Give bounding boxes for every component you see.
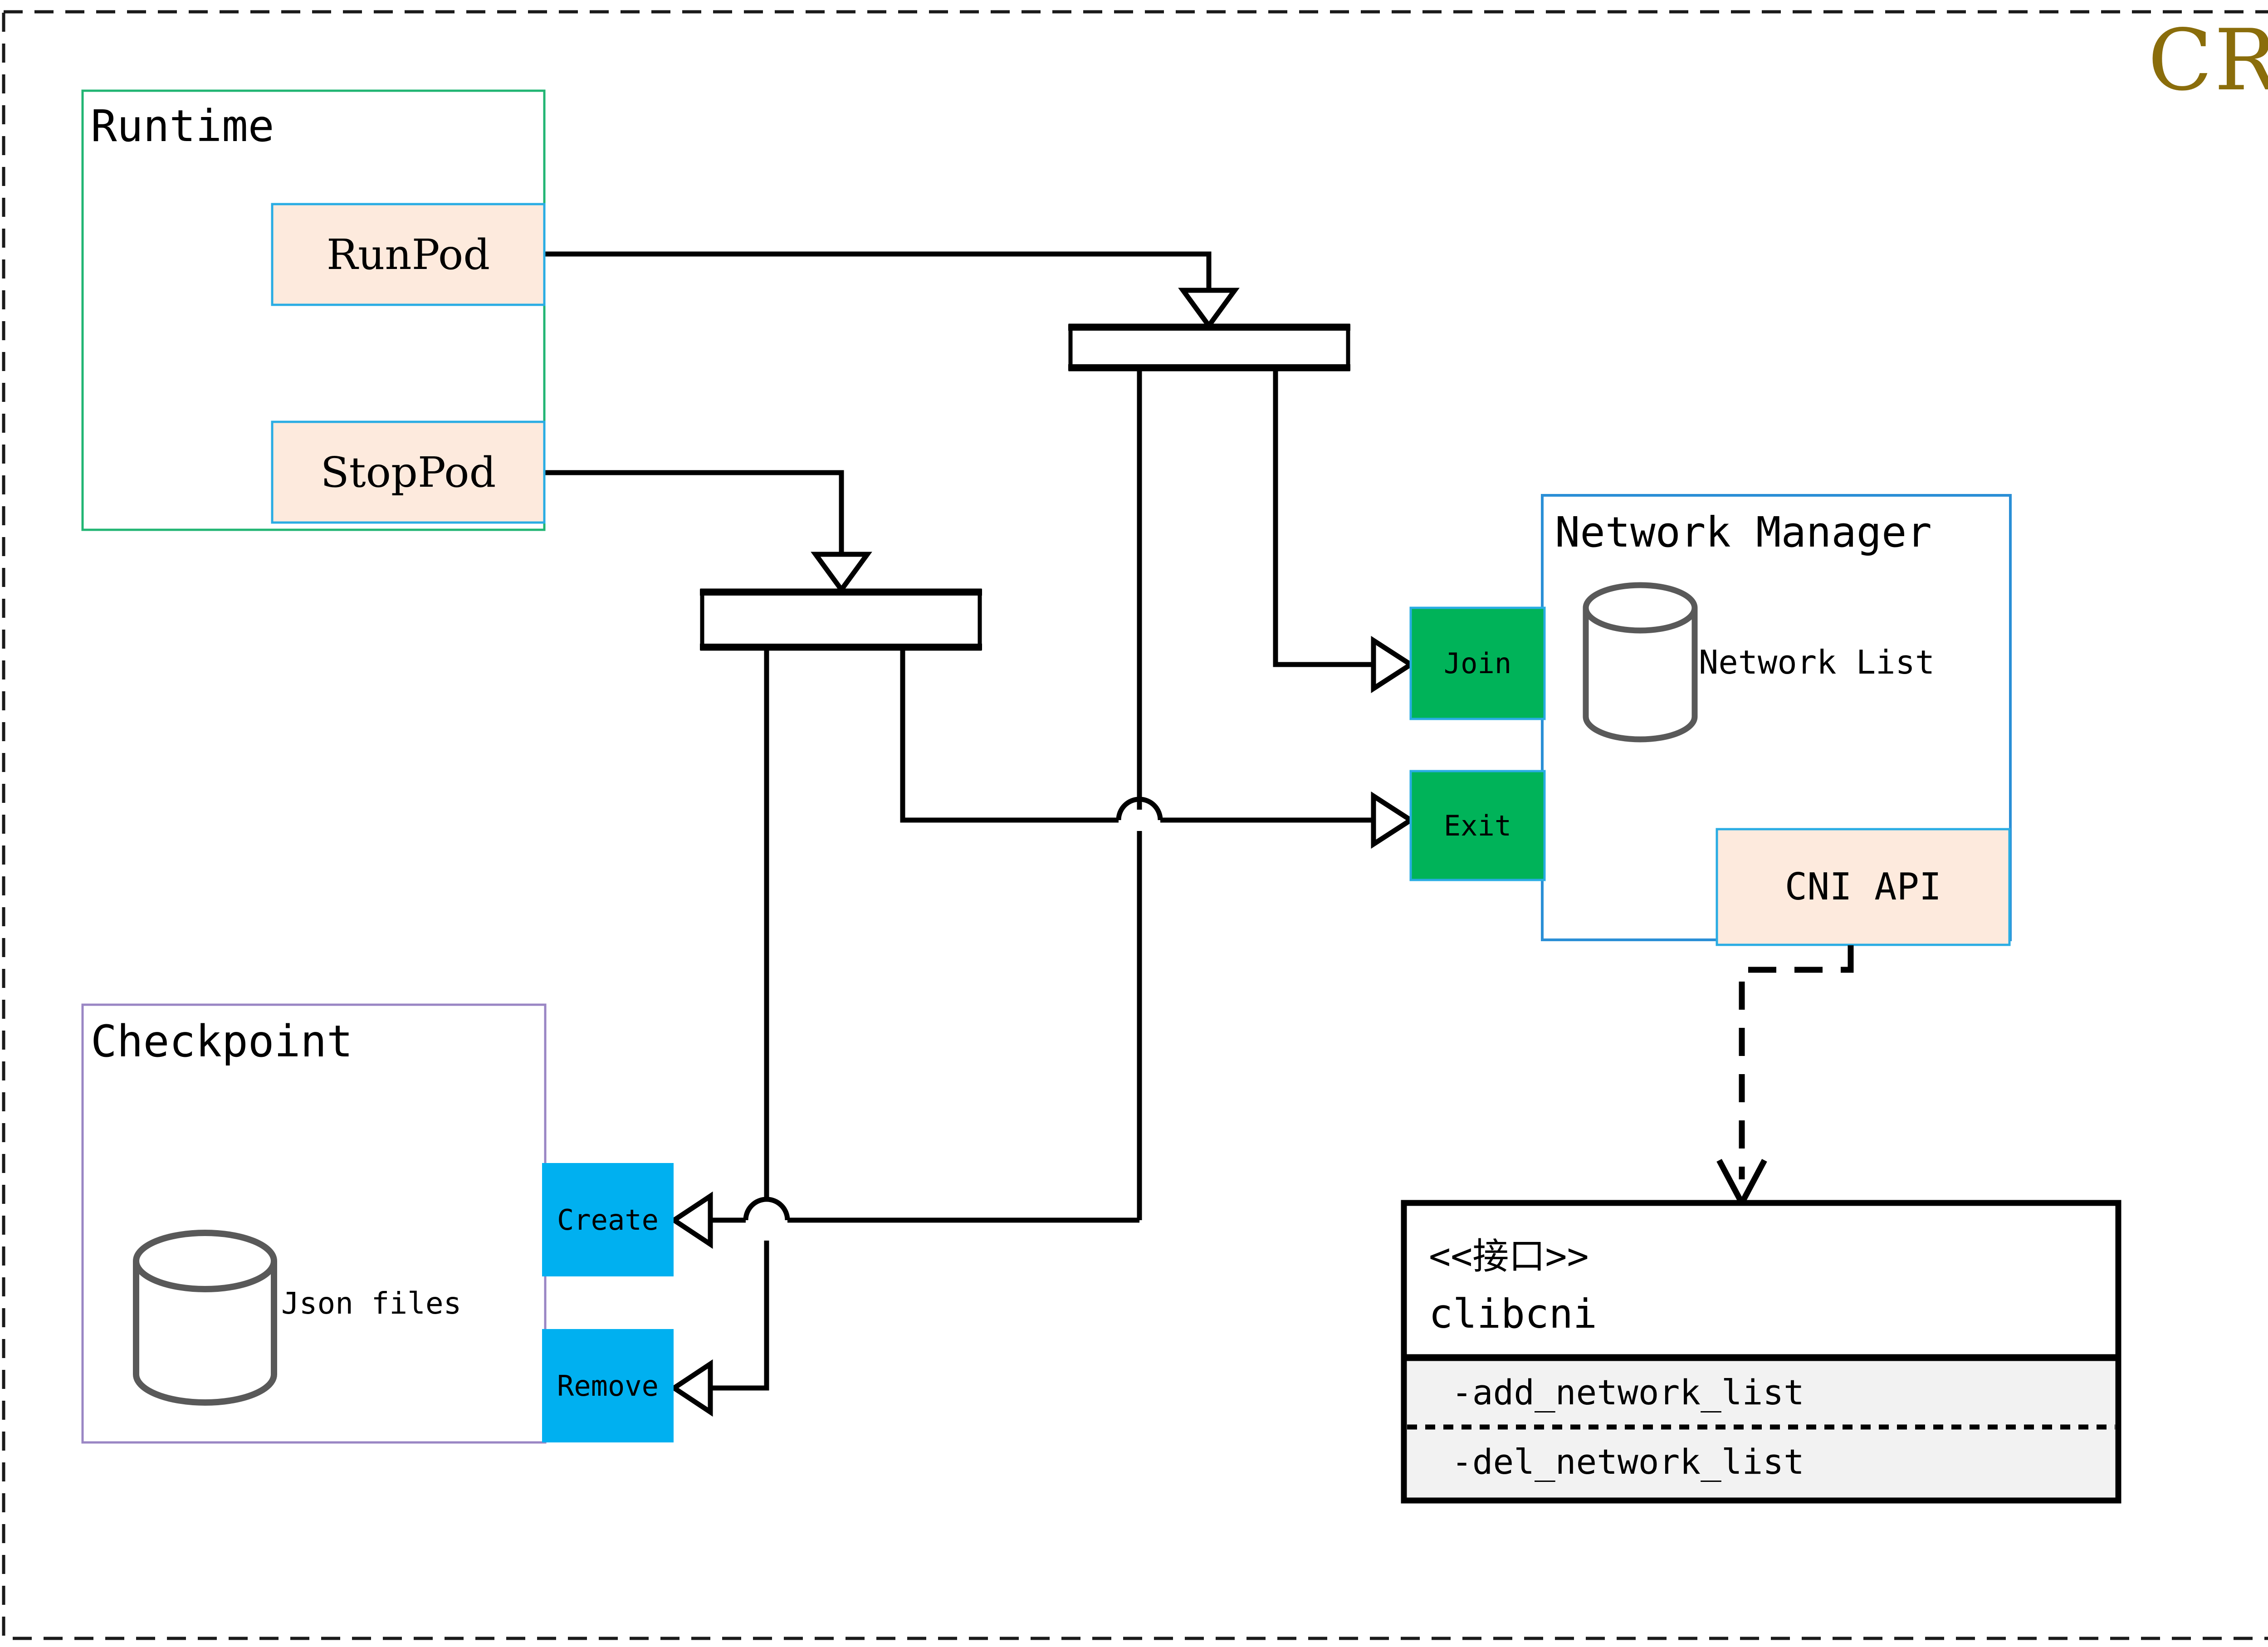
cni-api-box[interactable] <box>1716 828 2011 946</box>
runpod-label: RunPod <box>326 230 490 279</box>
connector-fork-left-to-exit <box>900 649 1119 823</box>
line-hop-arc-create <box>743 1197 790 1221</box>
stoppod-box[interactable] <box>271 420 546 524</box>
clibcni-method-0: -add_network_list <box>1452 1372 1804 1412</box>
exit-box[interactable] <box>1409 770 1546 881</box>
stoppod-label: StopPod <box>320 448 496 497</box>
arrowhead-into-join <box>1371 635 1416 694</box>
line-hop-arc-exit <box>1116 797 1163 821</box>
arrowhead-into-exit <box>1371 791 1416 849</box>
connector-stoppod-to-fork <box>544 470 844 555</box>
connector-runpod-to-fork <box>544 251 1212 292</box>
connector-fork-right-to-join <box>1273 368 1374 667</box>
create-box[interactable] <box>542 1163 674 1276</box>
diagram-title: CRI <box>2148 11 2268 109</box>
remove-label: Remove <box>557 1369 659 1403</box>
create-label: Create <box>557 1203 659 1236</box>
network-manager-group-label: Network Manager <box>1555 508 1932 557</box>
network-list-label: Network List <box>1699 643 1935 681</box>
outer-dashed-frame <box>2 10 2268 1640</box>
arrowhead-into-create <box>670 1191 713 1249</box>
fork-bar-stoppod <box>700 588 982 651</box>
join-box[interactable] <box>1409 606 1546 720</box>
runpod-box[interactable] <box>271 203 546 306</box>
clibcni-method-1: -del_network_list <box>1452 1442 1804 1482</box>
remove-box[interactable] <box>542 1329 674 1442</box>
arrowhead-into-fork-left <box>811 552 872 594</box>
connector-fork-left-to-remove-2 <box>709 1241 769 1391</box>
json-files-label: Json files <box>281 1286 462 1321</box>
exit-label: Exit <box>1443 809 1512 842</box>
arrowhead-into-remove <box>670 1359 713 1417</box>
runtime-group-label: Runtime <box>91 101 274 152</box>
connector-cniapi-to-clibcni <box>1739 952 1854 1179</box>
network-list-cylinder-icon <box>1583 582 1698 743</box>
arrowhead-into-fork-right <box>1178 288 1240 330</box>
join-label: Join <box>1443 647 1512 680</box>
cni-api-label: CNI API <box>1784 865 1942 909</box>
clibcni-stereotype: <<接口>> <box>1429 1235 1589 1277</box>
checkpoint-group-label: Checkpoint <box>91 1016 353 1067</box>
fork-bar-runpod <box>1068 323 1350 371</box>
clibcni-name: clibcni <box>1429 1290 1597 1337</box>
json-files-cylinder-icon <box>133 1230 277 1406</box>
